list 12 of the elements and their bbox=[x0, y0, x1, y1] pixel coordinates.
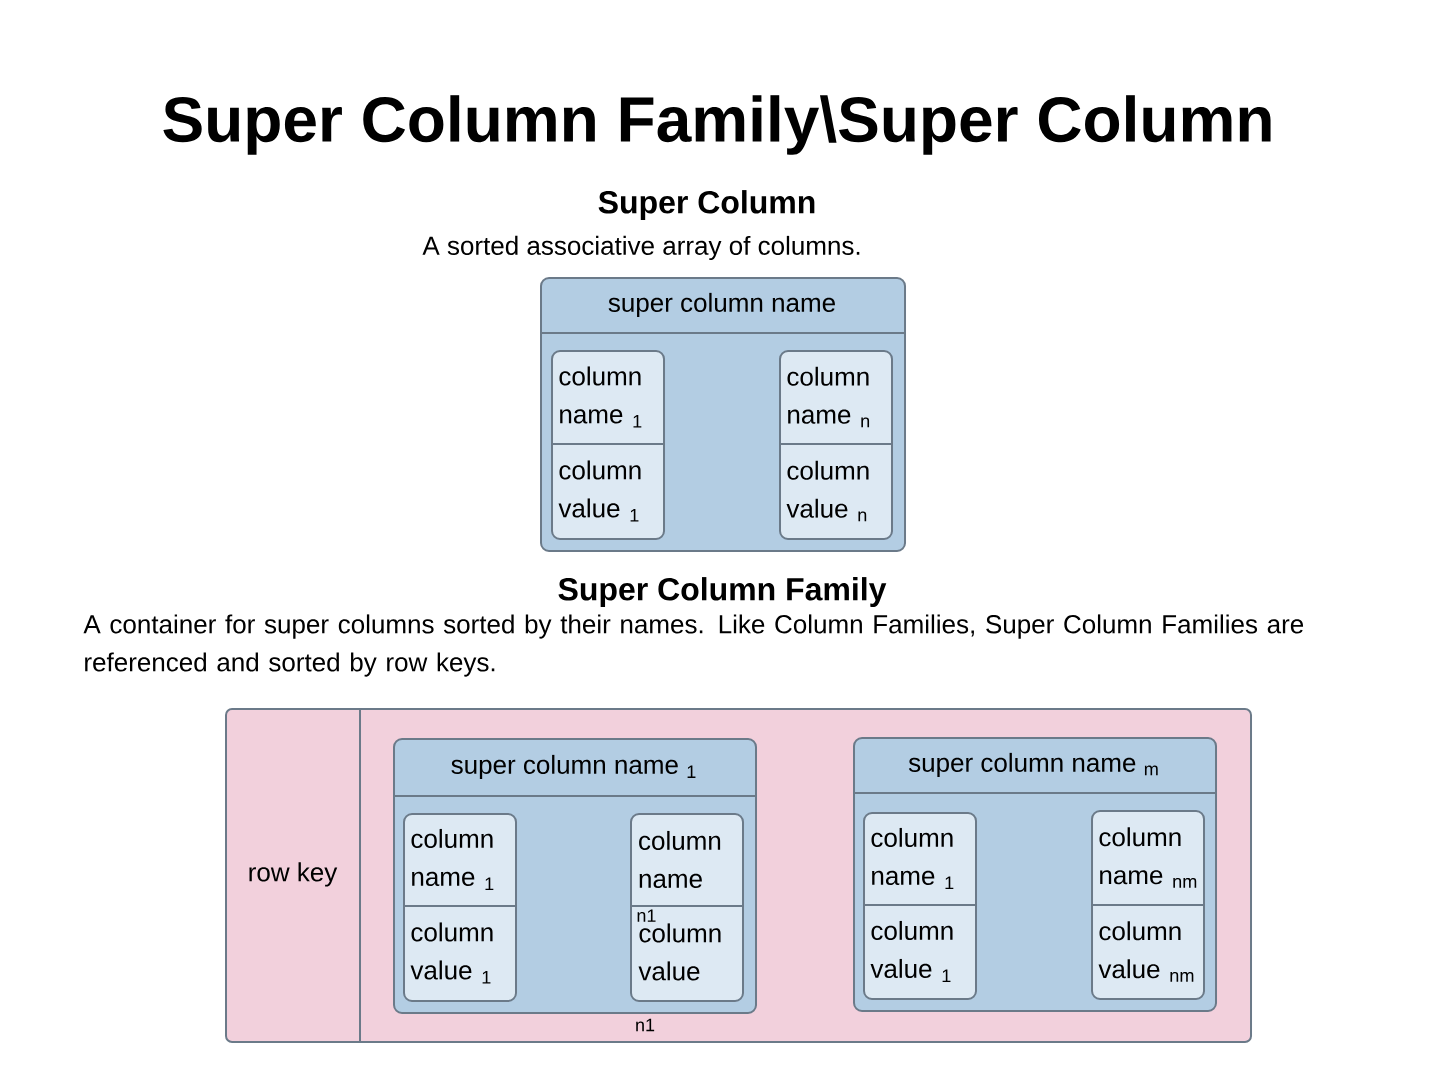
description: A container for super columns sorted by their names. Like Column Families, Super Column Families are referenced and sorted by row keys. bbox=[83, 614, 1304, 677]
heading: Super Column Family bbox=[558, 577, 887, 607]
index-label: n1 bbox=[636, 1018, 655, 1032]
column-cell: column name $_{1}$ column value $_{1}$ bbox=[550, 350, 665, 540]
column-cell: column name n1 column value bbox=[629, 813, 744, 1002]
column-cell: column name $_{n}$ column value $_{n}$ bbox=[778, 350, 893, 540]
description: A sorted associative array of columns. bbox=[422, 235, 860, 261]
column-cell: column name $_{nm}$ column value $_{nm}$ bbox=[1090, 810, 1205, 1000]
title: Super Column Family\Super Column bbox=[163, 95, 1271, 155]
column-cell: column name $_{1}$ column value $_{1}$ bbox=[402, 813, 517, 1002]
column-cell: column name $_{1}$ column value $_{1}$ bbox=[862, 812, 977, 1000]
heading: Super Column bbox=[598, 190, 815, 220]
